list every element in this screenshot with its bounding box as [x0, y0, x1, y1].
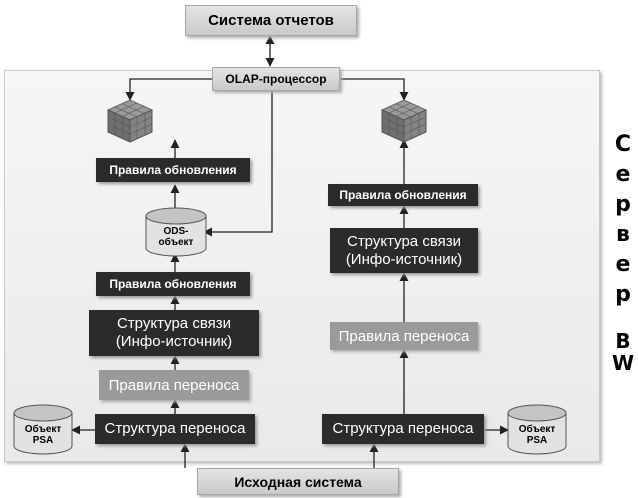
server-letter-5: е: [615, 252, 631, 277]
left-communication-structure-box: Структура связи (Инфо-источник): [89, 310, 259, 356]
left-update-rules-top: Правила обновления: [96, 158, 250, 182]
left-update-rules-bottom: Правила обновления: [96, 272, 250, 296]
right-psa-line1: Объект: [518, 424, 556, 435]
arrow-olap-ods: [203, 89, 273, 237]
right-psa-cylinder-icon: [507, 404, 567, 455]
ods-label-line1: ODS-: [163, 226, 189, 237]
left-transfer-structure-box: Структура переноса: [95, 414, 255, 444]
right-transfer-structure-box: Структура переноса: [322, 414, 484, 444]
ods-object-cylinder-icon: [145, 207, 207, 257]
reporting-system-box: Система отчетов: [185, 5, 357, 36]
right-comm-structure-line1: Структура связи: [346, 232, 461, 250]
right-infocube-icon: [380, 99, 428, 143]
server-letter-3: р: [615, 192, 631, 217]
left-infocube-icon: [106, 99, 154, 143]
left-psa-cylinder-icon: [13, 404, 73, 455]
server-letter-1: С: [614, 132, 632, 157]
server-letter-6: р: [615, 282, 631, 307]
left-transfer-rules-box: Правила переноса: [99, 370, 249, 400]
left-comm-structure-line2: (Инфо-источник): [115, 333, 233, 350]
source-system-box: Исходная система: [197, 468, 399, 495]
left-psa-line1: Объект: [24, 424, 62, 435]
left-psa-label: Объект PSA: [14, 424, 72, 446]
olap-processor-box: OLAP-процессор: [212, 67, 340, 91]
right-update-rules-box: Правила обновления: [328, 184, 478, 206]
right-psa-line2: PSA: [526, 435, 548, 446]
left-comm-structure-line1: Структура связи: [116, 315, 231, 332]
right-comm-structure-line2: (Инфо-источник): [345, 250, 463, 268]
arrow-olap-right-cube: [338, 78, 409, 101]
arrow-olap-left-cube: [125, 78, 212, 101]
ods-object-label: ODS- объект: [146, 226, 206, 248]
ods-label-line2: объект: [158, 237, 194, 248]
right-transfer-rules-box: Правила переноса: [330, 322, 478, 350]
right-psa-label: Объект PSA: [508, 424, 566, 446]
server-bw-label: BW: [611, 329, 635, 375]
left-psa-line2: PSA: [32, 435, 54, 446]
server-letter-2: е: [615, 162, 631, 187]
server-letter-4: в: [616, 222, 630, 247]
right-communication-structure-box: Структура связи (Инфо-источник): [330, 228, 478, 273]
